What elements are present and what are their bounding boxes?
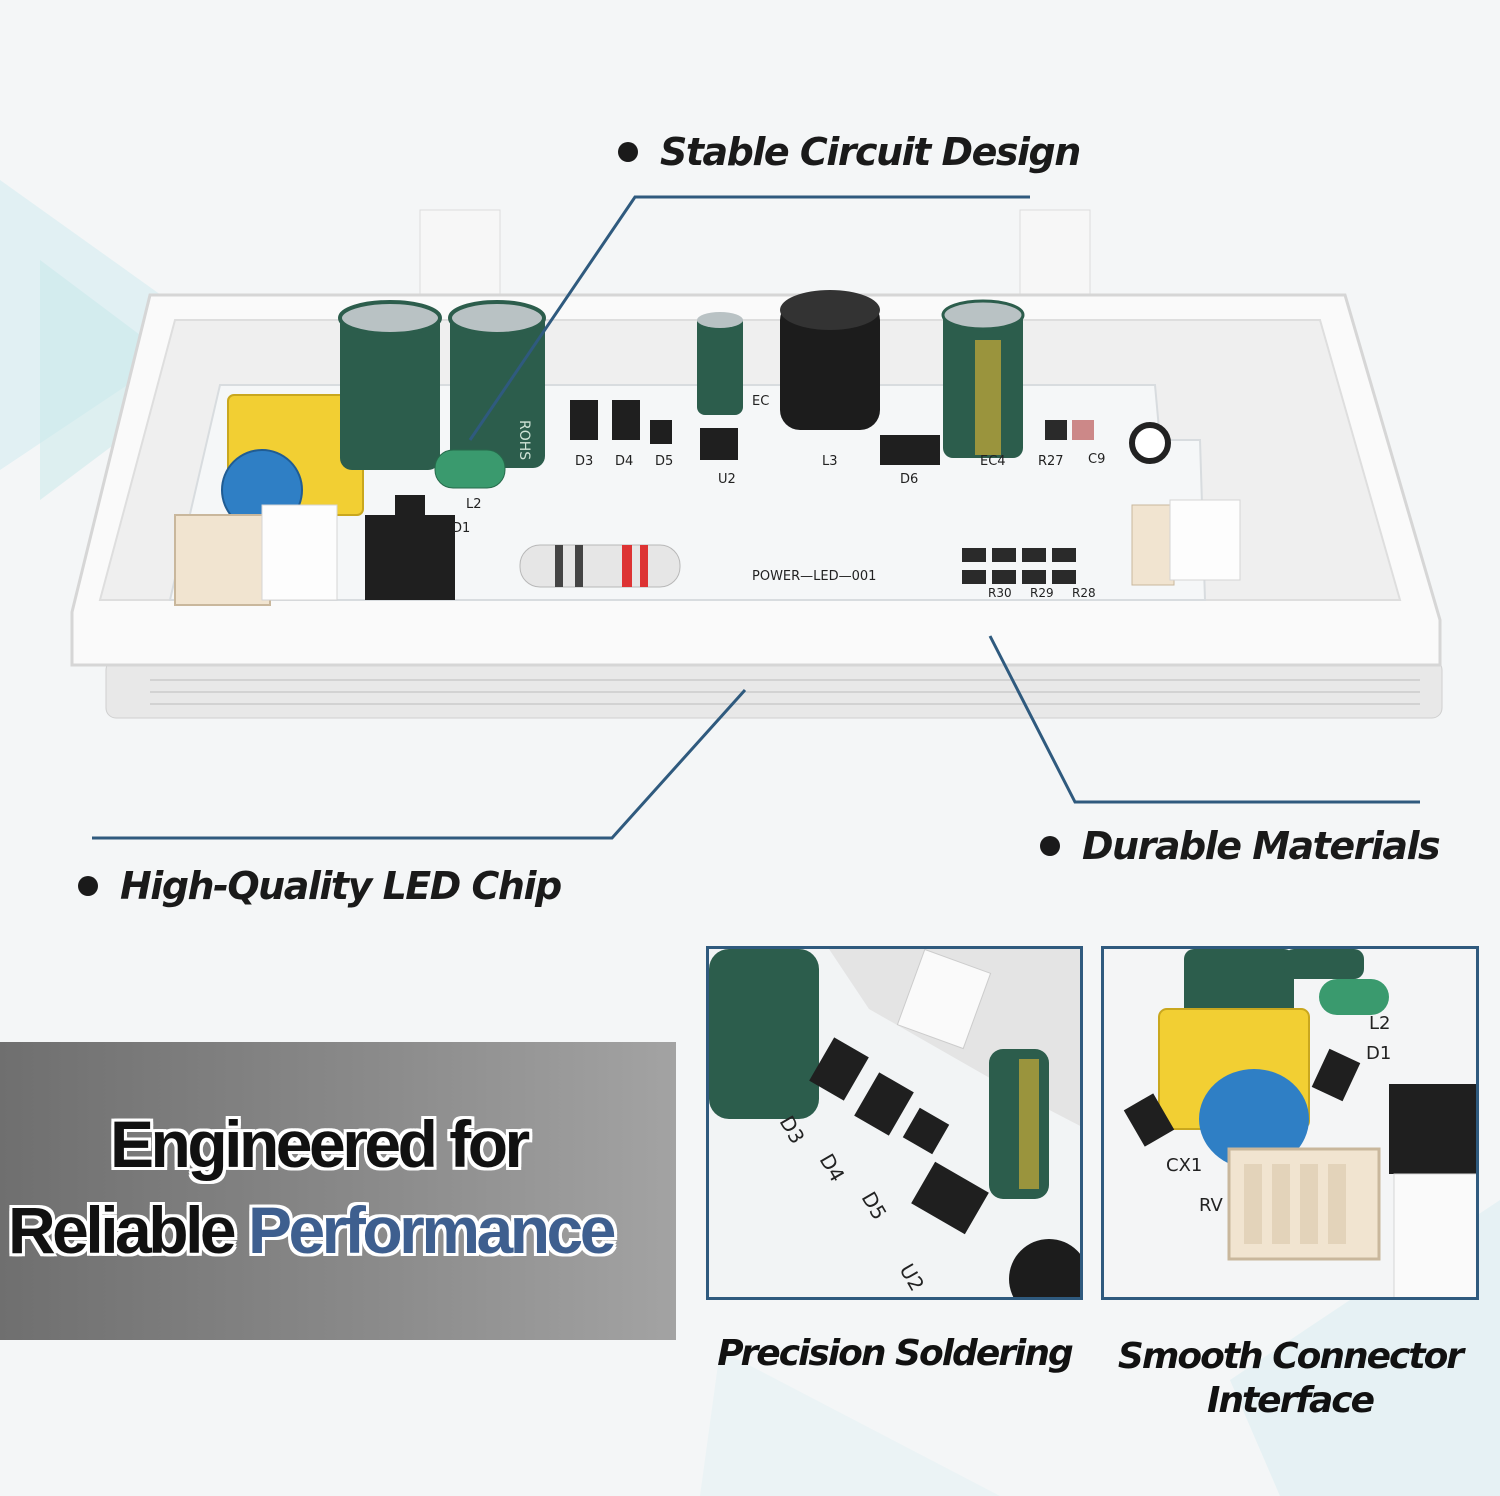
board-label: D1	[452, 521, 470, 536]
board-label: D3	[575, 454, 593, 469]
housing-tab-right	[1019, 209, 1091, 301]
headline-line-2-accent: Performance	[247, 1193, 617, 1267]
board-label: R27	[1038, 454, 1064, 469]
caption-connector-line-1: Smooth Connector	[1117, 1336, 1464, 1377]
inset-label: L2	[1369, 1013, 1390, 1034]
connector-left	[174, 514, 271, 606]
bullet-dot	[618, 142, 638, 162]
capacitor-text: ROHS	[516, 420, 532, 460]
callout-stable-circuit: Stable Circuit Design	[618, 130, 1081, 174]
inset-label: RV	[1199, 1195, 1224, 1216]
caption-precision-soldering: Precision Soldering	[717, 1333, 1073, 1374]
headline-banner: Engineered for Reliable Performance	[0, 1042, 676, 1340]
inductor-l3	[780, 290, 880, 430]
capacitor-3	[697, 312, 743, 415]
callout-durable-text: Durable Materials	[1082, 824, 1441, 868]
callout-stable-circuit-text: Stable Circuit Design	[660, 130, 1081, 174]
caption-connector-interface: Smooth Connector Interface	[1101, 1335, 1479, 1423]
callout-led-chip-text: High-Quality LED Chip	[120, 864, 562, 908]
inset-connector-interface: CX1 D1 L2 RV	[1101, 946, 1479, 1300]
caption-connector-line-2: Interface	[1206, 1380, 1375, 1421]
board-label: EC4	[980, 454, 1006, 469]
bullet-dot	[1040, 836, 1060, 856]
headline-line-1: Engineered for	[110, 1106, 530, 1182]
board-label: EC	[752, 394, 769, 409]
inset-connector-photo: CX1 D1 L2 RV	[1104, 949, 1476, 1297]
board-label: D4	[615, 454, 633, 469]
inset-label: D1	[1366, 1043, 1391, 1064]
connector-right	[1131, 504, 1175, 586]
inset-label: CX1	[1166, 1155, 1202, 1176]
headline-line-1-text: Engineered for	[110, 1107, 530, 1181]
capacitor-4	[941, 299, 1025, 458]
board-label: U2	[718, 472, 736, 487]
power-resistor	[519, 544, 681, 588]
board-label: L3	[822, 454, 838, 469]
board-label: L2	[466, 497, 482, 512]
board-label: C9	[1088, 452, 1105, 467]
board-label: R29	[1030, 586, 1054, 600]
bullet-dot	[78, 876, 98, 896]
led-lens-strip	[105, 659, 1443, 719]
leader-line-stable-circuit	[468, 195, 1030, 441]
inset-soldering-photo: D3 D4 D5 U2	[709, 949, 1080, 1297]
leader-line-durable	[988, 635, 1420, 804]
board-label: D6	[900, 472, 918, 487]
board-model-label: POWER—LED—001	[752, 569, 876, 584]
headline-line-2: Reliable Performance	[8, 1192, 617, 1268]
callout-durable: Durable Materials	[1040, 824, 1441, 868]
inset-precision-soldering: D3 D4 D5 U2	[706, 946, 1083, 1300]
board-label: R30	[988, 586, 1012, 600]
callout-led-chip: High-Quality LED Chip	[78, 864, 562, 908]
capacitor-2	[448, 300, 546, 468]
board-label: R28	[1072, 586, 1096, 600]
housing-tab-left	[419, 209, 501, 301]
inductor-l2	[434, 449, 506, 489]
board-label: D5	[655, 454, 673, 469]
headline-line-2-prefix: Reliable	[8, 1193, 237, 1267]
leader-line-led-chip	[92, 688, 747, 840]
capacitor-1	[338, 300, 442, 470]
fuse-component	[365, 515, 455, 600]
